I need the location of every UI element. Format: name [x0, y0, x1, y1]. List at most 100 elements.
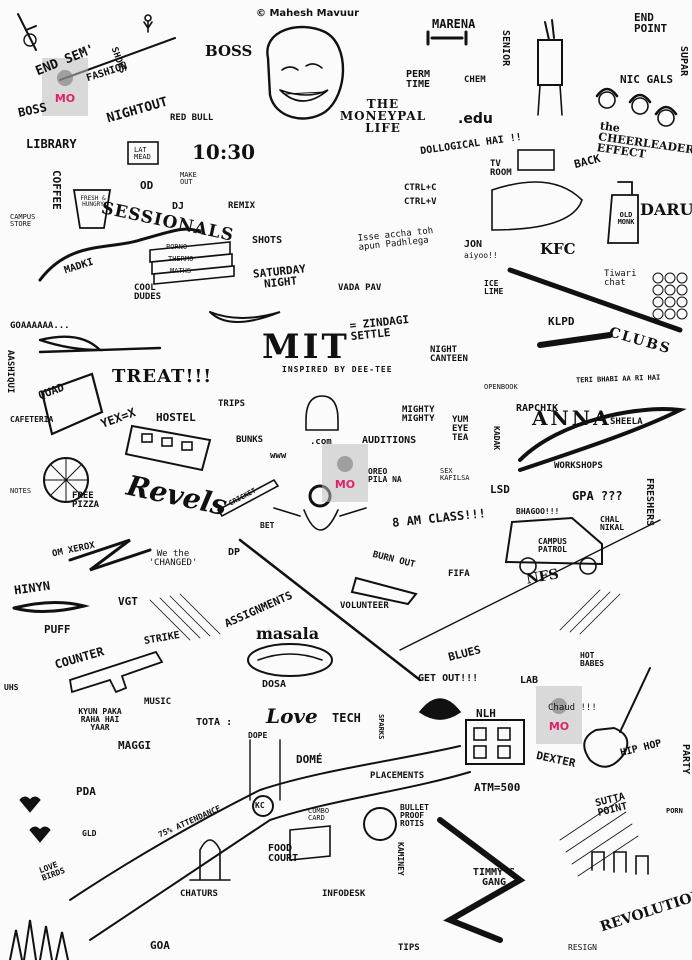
label-dosa: DOSA: [262, 679, 287, 690]
label-com: .com: [310, 437, 332, 447]
label-inspired: INSPIRED BY DEE-TEE: [282, 365, 393, 374]
label-puff: PUFF: [44, 623, 71, 636]
label-klpd: KLPD: [548, 315, 575, 328]
label-porno: PORNO: [166, 243, 188, 251]
label-free-pizza: FREE PIZZA: [72, 491, 100, 510]
label-redbull: RED BULL: [170, 113, 214, 123]
label-tiwari-chat: Tiwari chat: [604, 269, 637, 288]
label-remix: REMIX: [228, 201, 256, 211]
label-party: PARTY: [680, 744, 691, 775]
label-openbook: OPENBOOK: [484, 383, 518, 391]
label-chem: CHEM: [464, 75, 486, 85]
label-pda: PDA: [76, 785, 96, 798]
label-bet: BET: [260, 521, 275, 530]
tv-room-drawing: [491, 181, 583, 231]
label-tv-room: TV ROOM: [490, 159, 512, 178]
label-edu: .edu: [458, 111, 493, 127]
label-workshops: WORKSHOPS: [554, 461, 603, 471]
label-jon: JON: [464, 239, 483, 250]
label-kadak: KADAK: [492, 426, 501, 451]
old-monk-bottle-drawing: [607, 181, 639, 244]
campus-road-drawing: [69, 745, 461, 901]
label-food-court: FOOD COURT: [268, 843, 299, 864]
label-dome: DOMÉ: [296, 753, 323, 766]
label-hot-babes: HOT BABES: [580, 651, 605, 668]
guitar-drawing: [583, 667, 651, 768]
label-fifa: FIFA: [448, 569, 470, 579]
label-auditions: AUDITIONS: [362, 435, 417, 446]
label-daru: DARU: [640, 200, 692, 219]
grass-drawing: [9, 919, 69, 960]
food-court-drawing: [289, 825, 331, 861]
label-www: www: [270, 451, 287, 461]
label-time-1030: 10:30: [192, 140, 256, 164]
troll-face-drawing: [266, 25, 345, 120]
campus-patrol-car-drawing: [504, 516, 603, 575]
label-fresh-hungry: FRESH & HUNGRY: [80, 195, 106, 208]
label-ctrl-c: CTRL+C: [404, 183, 437, 193]
label-campus-patrol: CAMPUS PATROL: [538, 537, 567, 554]
coffee-cup-drawing: [72, 189, 112, 229]
angel-figure-drawing: [273, 484, 367, 531]
nlh-building-drawing: [465, 719, 525, 765]
label-thermo: THERMO: [168, 255, 194, 263]
label-od: OD: [140, 179, 154, 192]
label-kaminey: KAMINEY: [396, 842, 405, 876]
label-tips: TIPS: [398, 943, 420, 953]
label-maggi: MAGGI: [118, 739, 152, 752]
label-make-out: MAKE OUT: [180, 171, 197, 186]
label-coffee: COFFEE: [50, 170, 63, 210]
label-timmys-gang: TIMMY'S GANG: [472, 867, 516, 888]
label-gld: GLD: [82, 829, 97, 838]
chevron-drawing: [437, 817, 526, 943]
roti-drawing: [363, 807, 397, 841]
hostel-building-drawing: [124, 424, 212, 472]
label-perm-time: PERM TIME: [406, 69, 431, 90]
label-bullet-proof: BULLET PROOF ROTIS: [400, 803, 429, 828]
dumbbell-drawing: [426, 30, 468, 46]
credit-text: © Mahesh Mavuur: [256, 8, 360, 19]
label-vgt: VGT: [118, 595, 138, 608]
label-anna: ANNA: [532, 406, 612, 430]
label-treat: TREAT!!!: [112, 366, 213, 387]
label-placements: PLACEMENTS: [370, 771, 425, 781]
watermark-stamp: MO: [536, 686, 582, 744]
label-rapchik: RAPCHIK: [516, 403, 559, 414]
label-get-out: GET OUT!!!: [418, 673, 479, 684]
lat-mead-box-drawing: [127, 141, 159, 165]
cricket-bat-drawing: [216, 478, 280, 518]
cheerleader-faces-drawing: [595, 87, 678, 127]
label-moneypal-life: THE MONEYPAL LIFE: [339, 97, 427, 135]
label-cafeteria: CAFETERIA: [10, 415, 54, 424]
label-boss-top: BOSS: [205, 42, 253, 60]
label-dope: DOPE: [248, 731, 268, 740]
label-dj: DJ: [172, 201, 185, 212]
label-night-canteen: NIGHT CANTEEN: [430, 345, 468, 364]
label-masala: masala: [256, 624, 320, 643]
label-mighty-mighty: MIGHTY MIGHTY: [402, 405, 435, 424]
dosa-plate-drawing: [247, 643, 333, 677]
label-shots: SHOTS: [252, 235, 283, 246]
label-dp: DP: [228, 547, 241, 558]
label-lab: LAB: [520, 675, 539, 686]
hatching-drawing: [149, 589, 639, 877]
pizza-drawing: [43, 457, 89, 503]
fists-drawing: [591, 851, 649, 875]
diagonal-road-drawing: [238, 538, 422, 682]
label-senior: SENIOR: [500, 30, 511, 67]
label-volunteer: VOLUNTEER: [340, 601, 389, 611]
senior-figure-drawing: [537, 19, 563, 116]
label-sheela: SHEELA: [610, 417, 643, 427]
label-combo-card: COMBO CARD: [308, 807, 330, 822]
label-vada-pav: VADA PAV: [338, 283, 382, 293]
label-bhagoo: BHAGOO!!!: [516, 507, 560, 516]
label-tech: TECH: [332, 711, 361, 725]
honeycomb-drawing: [652, 272, 688, 320]
label-cool-dudes: COOL DUDES: [134, 283, 162, 302]
label-aiyoo: aiyoo!!: [464, 251, 498, 260]
label-trips: TRIPS: [218, 399, 246, 409]
label-tota: TOTA :: [196, 717, 233, 728]
label-lat-mead: LAT MEAD: [134, 146, 151, 161]
